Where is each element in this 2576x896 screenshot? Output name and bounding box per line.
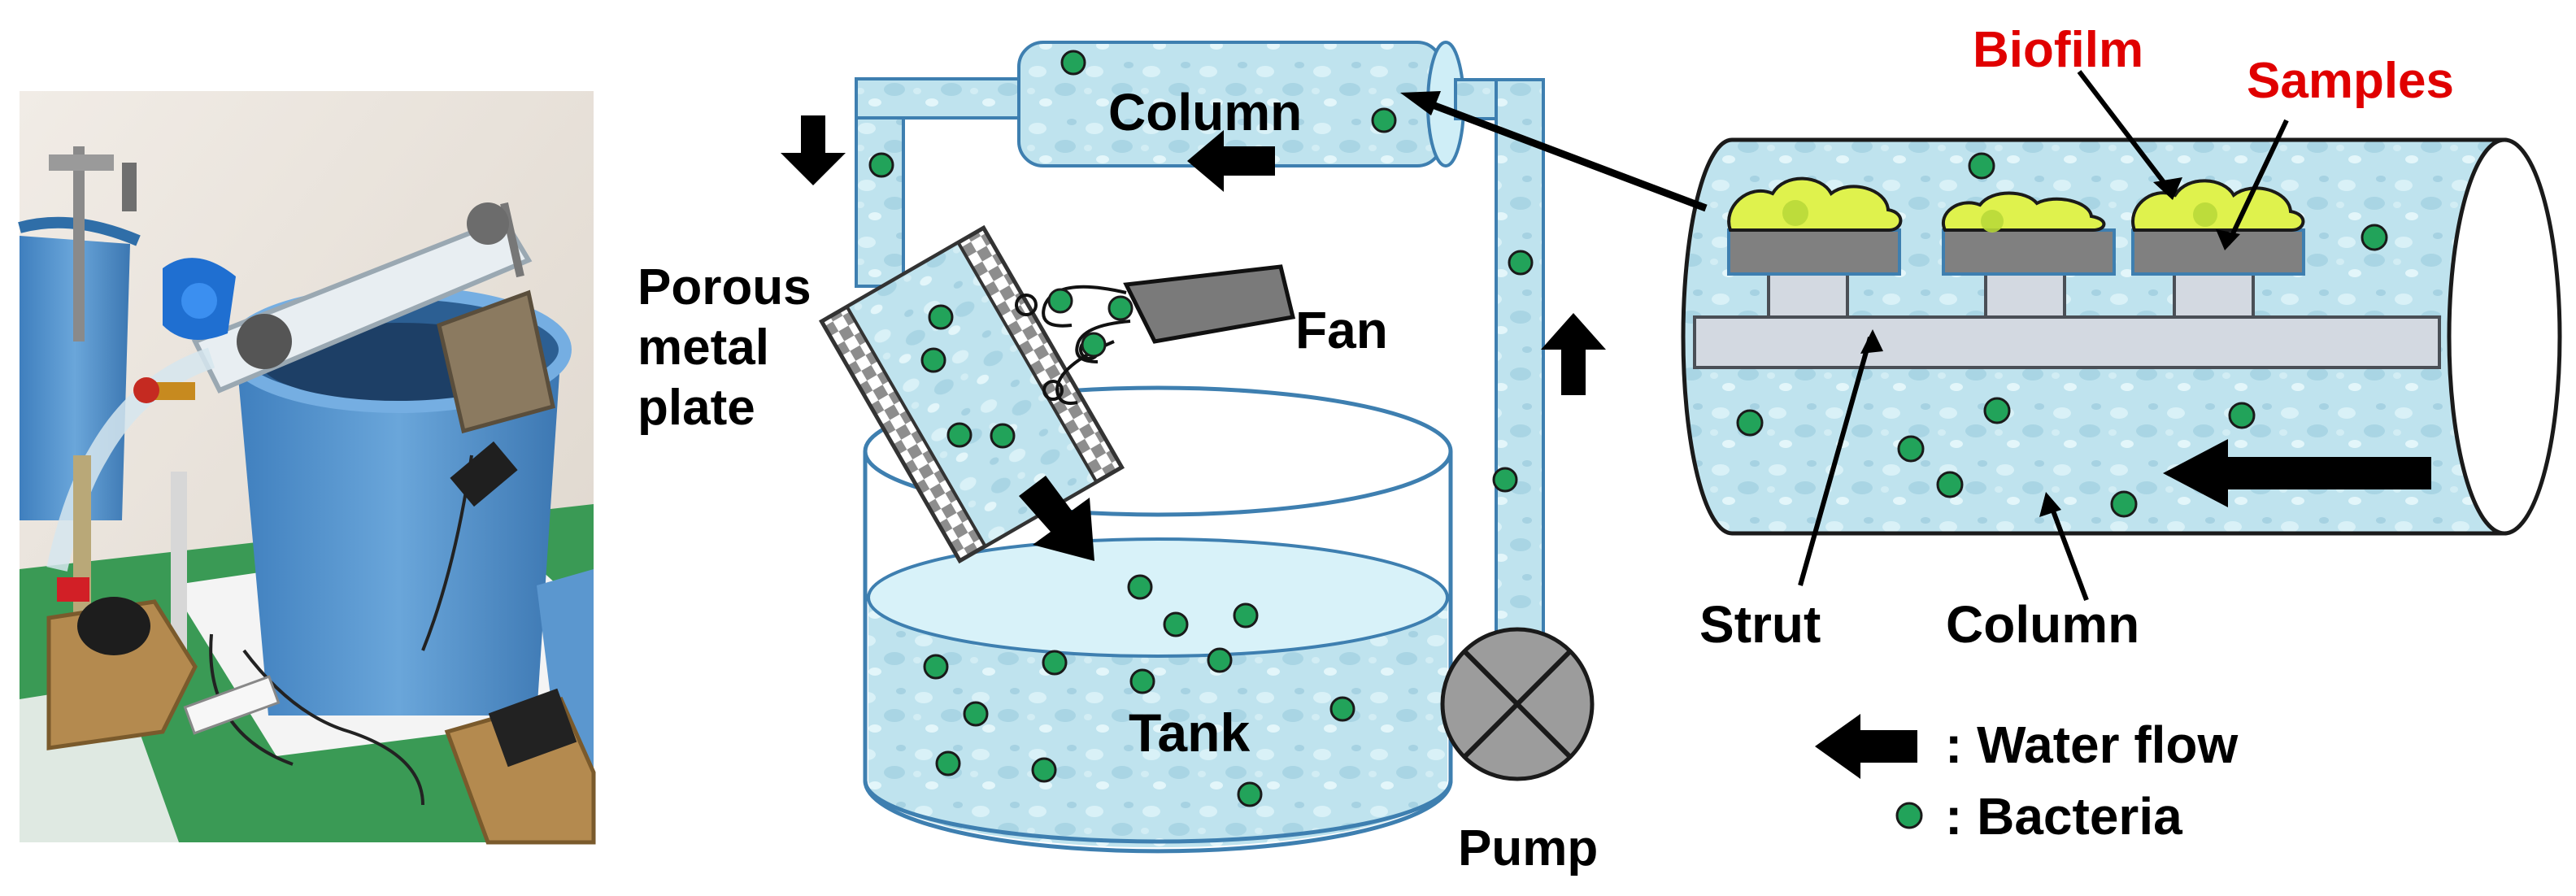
label-porous: Porous xyxy=(637,259,812,315)
legend-bacteria: : Bacteria xyxy=(1945,787,2182,846)
column-detail xyxy=(1681,137,2562,536)
label-fan: Fan xyxy=(1295,301,1388,359)
flow-arrow-detail xyxy=(2163,439,2431,507)
flow-arrow-into-tank xyxy=(1019,476,1094,561)
flow-arrow-down-left xyxy=(781,115,846,185)
right-pipe xyxy=(1495,78,1545,650)
callout-lines xyxy=(1798,70,2289,602)
label-plate: plate xyxy=(637,380,755,436)
label-column-top: Column xyxy=(1108,83,1302,141)
flow-arrow-up-pipe xyxy=(1541,313,1606,395)
bacteria-dots-detail xyxy=(1736,152,2388,518)
bacteria-dots xyxy=(868,50,1534,807)
label-pump: Pump xyxy=(1458,820,1598,876)
label-strut: Strut xyxy=(1699,595,1821,654)
strut-bar xyxy=(1693,315,2441,369)
top-connector-pipe xyxy=(855,77,1041,120)
legend-water-flow: : Water flow xyxy=(1945,715,2239,774)
sample-plate xyxy=(1942,228,2116,276)
tank xyxy=(863,385,1453,854)
label-column-detail: Column xyxy=(1946,595,2139,654)
legend-arrow-icon xyxy=(1815,714,1917,779)
sample-plate xyxy=(1727,228,1901,276)
label-samples: Samples xyxy=(2247,53,2454,109)
label-tank: Tank xyxy=(1129,702,1250,763)
label-biofilm: Biofilm xyxy=(1973,22,2143,78)
pump-x-circle-icon xyxy=(1440,627,1595,781)
sample-plate xyxy=(2131,228,2305,276)
label-metal: metal xyxy=(637,320,769,376)
fan-icon xyxy=(1015,264,1296,405)
legend-bacterium-icon xyxy=(1895,802,1923,829)
zoom-connector-line xyxy=(1412,94,1708,212)
flow-system xyxy=(781,41,1606,854)
apparatus-photo xyxy=(18,91,596,845)
flow-arrow-left-column xyxy=(1187,130,1275,192)
